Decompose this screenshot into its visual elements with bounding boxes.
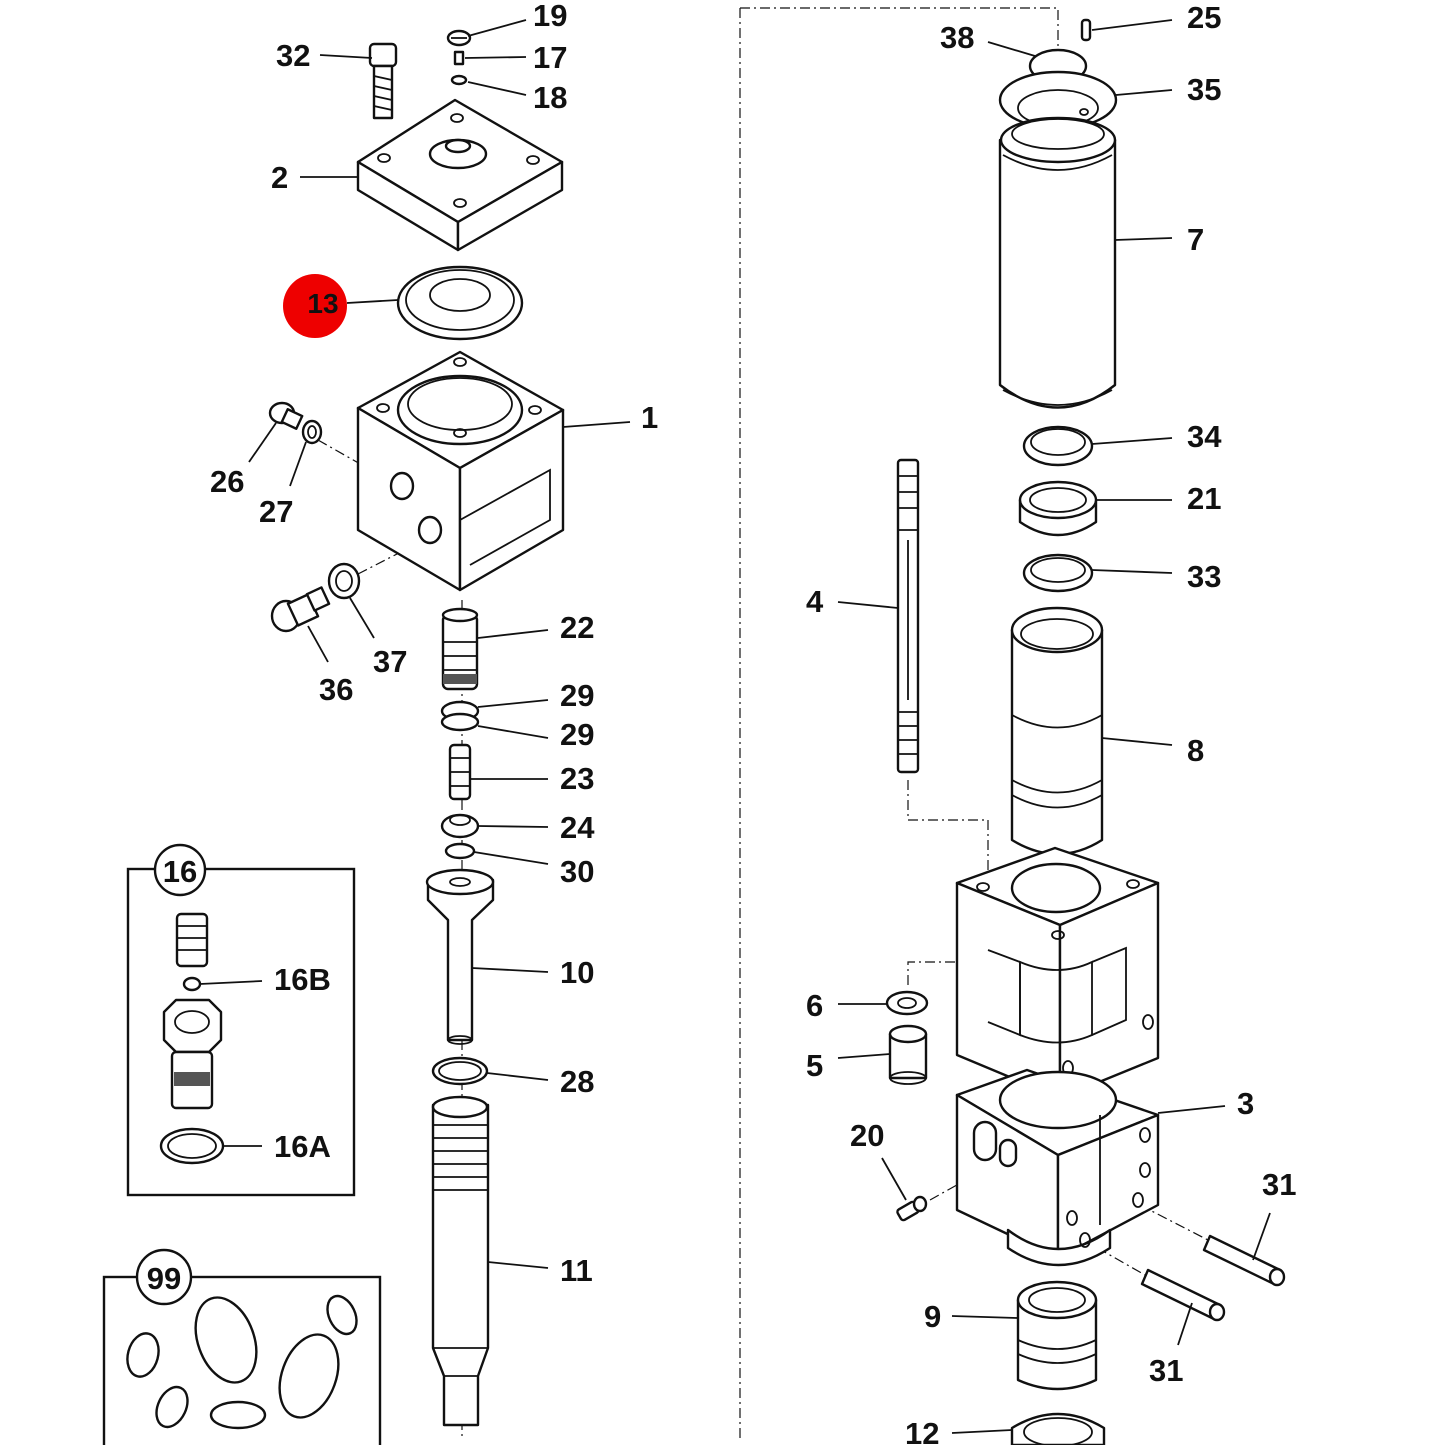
part-4-tie-rod	[896, 458, 920, 774]
part-18-washer	[450, 74, 468, 86]
label-29-upper: 29	[560, 678, 594, 713]
label-7: 7	[1187, 222, 1204, 257]
label-28: 28	[560, 1064, 594, 1099]
label-1: 1	[641, 400, 658, 435]
part-29-ring-lower	[440, 712, 480, 732]
part-37-washer	[327, 562, 361, 600]
label-26: 26	[210, 464, 244, 499]
label-5: 5	[806, 1048, 823, 1083]
part-17-pin	[453, 50, 465, 66]
rod-axis-connector	[907, 780, 989, 880]
label-30: 30	[560, 854, 594, 889]
top-axis-connector	[740, 7, 1059, 120]
label-33: 33	[1187, 559, 1221, 594]
part-2-top-cover	[356, 98, 564, 252]
label-35: 35	[1187, 72, 1221, 107]
label-21: 21	[1187, 481, 1221, 516]
part-31-pin-lower	[1140, 1268, 1226, 1322]
part-99-seal-kit	[126, 1294, 358, 1430]
label-31-upper: 31	[1262, 1167, 1296, 1202]
part-1-head-block	[356, 350, 565, 592]
label-99: 99	[147, 1261, 181, 1296]
label-31-lower: 31	[1149, 1353, 1183, 1388]
label-2: 2	[271, 160, 288, 195]
axis-26	[317, 439, 363, 466]
label-10: 10	[560, 955, 594, 990]
label-9: 9	[924, 1299, 941, 1334]
label-16: 16	[163, 854, 197, 889]
label-16B: 16B	[274, 962, 331, 997]
part-12-bushing	[1010, 1412, 1106, 1445]
label-25: 25	[1187, 0, 1221, 35]
part-13-diaphragm	[396, 265, 524, 341]
axis-31b	[1079, 1237, 1146, 1276]
part-25-pin	[1080, 18, 1092, 42]
part-3-front-head	[955, 1068, 1160, 1267]
part-30-oring	[444, 842, 476, 860]
label-22: 22	[560, 610, 594, 645]
label-8: 8	[1187, 733, 1204, 768]
label-16-circle	[153, 843, 207, 897]
label-27: 27	[259, 494, 293, 529]
part-16-relief-valve	[159, 912, 225, 1165]
part-33-seal	[1022, 553, 1094, 593]
kit-16-frame	[126, 867, 356, 1197]
highlight-marker-13	[283, 274, 347, 338]
part-21-bushing	[1018, 480, 1098, 537]
label-38: 38	[940, 20, 974, 55]
part-27-washer	[301, 419, 323, 445]
part-32-cap-screw	[368, 42, 398, 120]
part-19-plug	[446, 29, 472, 47]
leader-lines	[199, 19, 1271, 1434]
label-32: 32	[276, 38, 310, 73]
label-4: 4	[806, 584, 824, 619]
part-28-oring	[431, 1056, 489, 1086]
part-7-accumulator	[998, 116, 1117, 409]
label-37: 37	[373, 644, 407, 679]
part-main-cylinder-housing	[955, 846, 1160, 1100]
part-26-plug	[268, 401, 304, 430]
part-22-valve	[441, 607, 479, 691]
label-18: 18	[533, 80, 567, 115]
part-10-piston	[425, 868, 495, 1045]
part-24-seat	[440, 813, 480, 839]
part-8-liner	[1010, 606, 1104, 856]
label-19: 19	[533, 0, 567, 33]
label-23: 23	[560, 761, 594, 796]
part-11-tool	[431, 1095, 490, 1427]
label-13: 13	[307, 288, 338, 319]
label-17: 17	[533, 40, 567, 75]
part-6-washer	[885, 990, 929, 1016]
part-5-bushing	[888, 1024, 928, 1085]
bushing-axis	[907, 961, 992, 985]
label-6: 6	[806, 988, 823, 1023]
label-20: 20	[850, 1118, 884, 1153]
part-23-spool	[448, 743, 472, 801]
label-16A: 16A	[274, 1129, 331, 1164]
label-12: 12	[905, 1416, 939, 1445]
part-36-fitting	[270, 586, 331, 633]
part-34-seal	[1022, 425, 1094, 467]
label-34: 34	[1187, 419, 1222, 454]
part-31-pin-upper	[1202, 1234, 1286, 1287]
label-99-circle	[135, 1248, 193, 1306]
label-3: 3	[1237, 1086, 1254, 1121]
kit-99-frame	[102, 1275, 382, 1445]
axis-31a	[1139, 1204, 1209, 1241]
label-29-lower: 29	[560, 717, 594, 752]
label-24: 24	[560, 810, 595, 845]
part-20-grease-nipple	[896, 1195, 928, 1222]
part-9-bushing	[1016, 1280, 1098, 1391]
label-11: 11	[560, 1253, 593, 1288]
label-36: 36	[319, 672, 353, 707]
